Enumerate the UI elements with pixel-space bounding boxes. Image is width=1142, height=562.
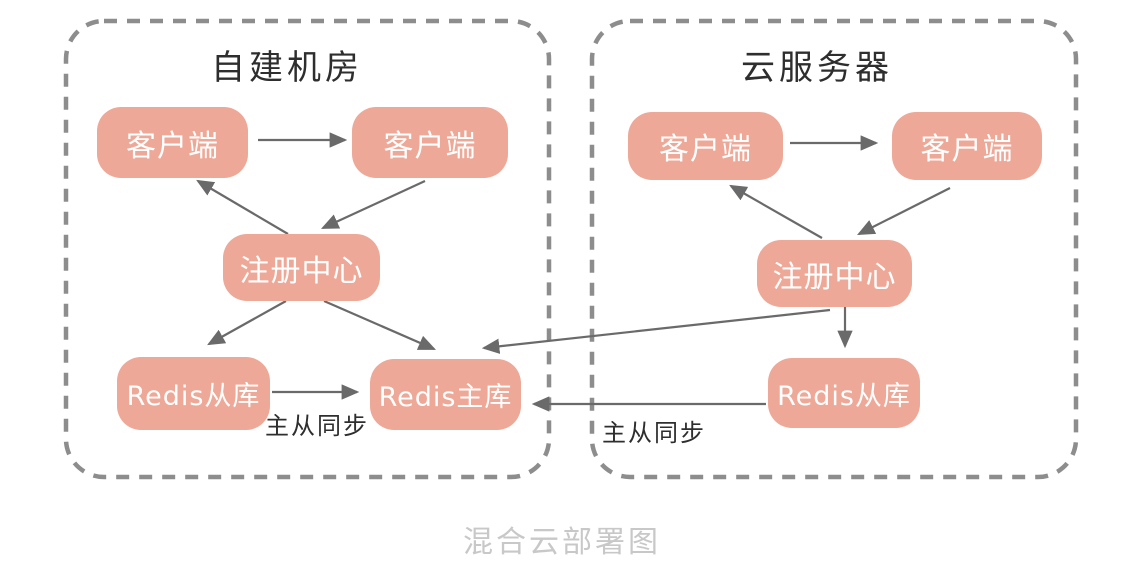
edge-right_registry-to-left_redis_master [481, 308, 831, 354]
node-left-client-b: 客户端 [352, 107, 508, 178]
node-left-redis-slave: Redis从库 [117, 357, 270, 430]
group-title-self-built-datacenter: 自建机房 [211, 48, 363, 88]
edge-left_registry-to-left_client_a [196, 179, 289, 235]
edge-left_registry-to-left_redis_slave [207, 300, 287, 346]
edge-left_registry-to-left_redis_master [323, 299, 437, 351]
node-right-client-b: 客户端 [892, 112, 1042, 180]
edge-right_client_b-to-right_registry [857, 187, 951, 235]
node-left-redis-master: Redis主库 [370, 359, 521, 430]
group-box-self-built-datacenter [63, 18, 552, 480]
node-right-client-a: 客户端 [628, 112, 783, 180]
group-title-cloud-server: 云服务器 [741, 48, 893, 88]
node-left-client-a: 客户端 [97, 107, 248, 178]
edge-left_client_b-to-left_registry [321, 180, 426, 229]
node-left-registry-center: 注册中心 [223, 234, 380, 301]
edge-label-right-master-slave-sync: 主从同步 [602, 419, 706, 447]
node-right-redis-slave: Redis从库 [768, 358, 920, 428]
group-box-cloud-server [589, 18, 1079, 480]
edge-right_registry-to-right_client_a [729, 184, 823, 239]
diagram-caption: 混合云部署图 [463, 525, 661, 560]
node-right-registry-center: 注册中心 [757, 240, 912, 307]
edge-label-left-master-slave-sync: 主从同步 [265, 412, 369, 440]
